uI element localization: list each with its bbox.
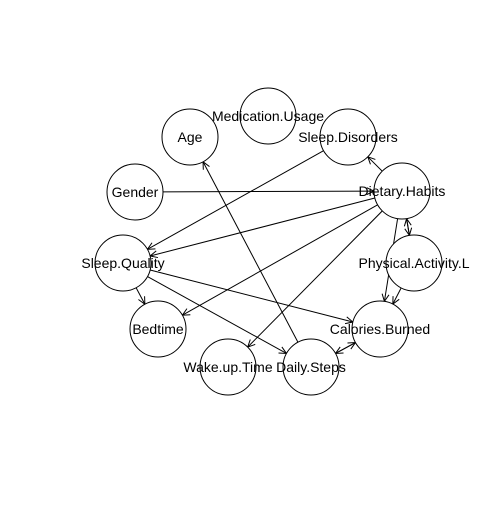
node-dietary: Dietary.Habits [359, 162, 446, 220]
node-label: Daily.Steps [276, 359, 346, 375]
node-circle [199, 338, 257, 396]
edge-sleep_quality-to-bedtime [135, 287, 146, 306]
node-circle [282, 338, 340, 396]
node-medication: Medication.Usage [212, 87, 324, 145]
node-label: Dietary.Habits [359, 183, 446, 199]
node-label: Gender [112, 184, 159, 200]
node-circle [373, 162, 431, 220]
edge-dietary-to-sleep_disorders [366, 155, 383, 172]
node-label: Calories.Burned [330, 321, 430, 337]
node-circle [106, 163, 164, 221]
node-label: Medication.Usage [212, 108, 324, 124]
node-label: Bedtime [132, 321, 184, 337]
edge-dietary-to-sleep_quality [148, 197, 376, 259]
node-label: Sleep.Quality [81, 255, 164, 271]
node-sleep_quality: Sleep.Quality [81, 234, 165, 292]
edge-calories-to-steps [334, 342, 356, 355]
node-calories: Calories.Burned [330, 300, 430, 358]
node-label: Age [178, 129, 203, 145]
node-circle [351, 300, 409, 358]
node-bedtime: Bedtime [129, 300, 187, 358]
node-gender: Gender [106, 163, 164, 221]
node-label: Sleep.Disorders [298, 129, 398, 145]
node-age: Age [161, 108, 219, 166]
node-sleep_disorders: Sleep.Disorders [298, 108, 398, 166]
node-steps: Daily.Steps [276, 338, 346, 396]
node-physical: Physical.Activity.L [359, 234, 470, 292]
edge-physical-to-calories [392, 287, 402, 306]
node-label: Wake.up.Time [183, 359, 272, 375]
node-circle [94, 234, 152, 292]
node-label: Physical.Activity.L [359, 255, 470, 271]
edge-dietary-to-bedtime [181, 204, 378, 316]
node-wake: Wake.up.Time [183, 338, 273, 396]
edges-layer [135, 150, 413, 355]
node-circle [319, 108, 377, 166]
edge-sleep_disorders-to-sleep_quality [146, 150, 324, 250]
edge-gender-to-dietary [162, 187, 376, 196]
node-circle [385, 234, 443, 292]
node-circle [239, 87, 297, 145]
node-circle [161, 108, 219, 166]
node-circle [129, 300, 187, 358]
